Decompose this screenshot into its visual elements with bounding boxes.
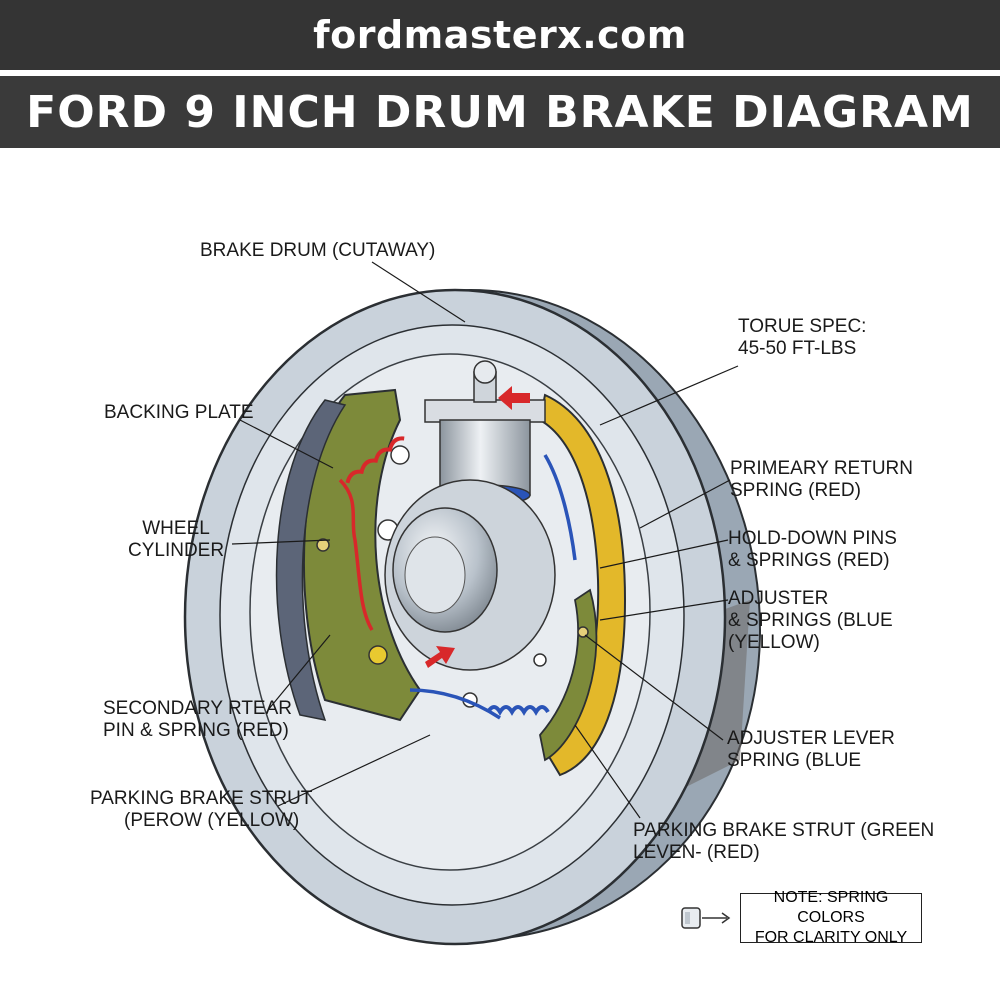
label-secondary-rear-pin: SECONDARY RTEAR PIN & SPRING (RED) — [103, 698, 292, 741]
note-box: NOTE: SPRING COLORS FOR CLARITY ONLY — [740, 889, 922, 946]
arrow-icon — [425, 386, 530, 668]
label-parking-brake-strut-left: PARKING BRAKE STRUT (PEROW (YELLOW) — [90, 788, 313, 831]
label-torque-spec: TORUE SPEC: 45-50 FT-LBS — [738, 316, 867, 359]
primary-return-spring — [338, 436, 405, 631]
note-line-2: FOR CLARITY ONLY — [754, 929, 908, 946]
note-line-1: NOTE: SPRING COLORS — [773, 889, 889, 926]
label-backing-plate: BACKING PLATE — [104, 402, 254, 423]
label-adjuster-springs: ADJUSTER & SPRINGS (BLUE (YELLOW) — [728, 588, 893, 653]
label-hold-down-pins: HOLD-DOWN PINS & SPRINGS (RED) — [728, 528, 897, 571]
right-brake-shoe — [538, 393, 627, 777]
hub-icon — [384, 479, 556, 671]
label-adjuster-lever-spring: ADJUSTER LEVER SPRING (BLUE — [727, 728, 895, 771]
left-brake-shoe — [275, 388, 422, 722]
site-name: fordmasterx.com — [313, 13, 687, 57]
header-divider — [0, 70, 1000, 76]
site-header: fordmasterx.com — [0, 0, 1000, 70]
title-banner: FORD 9 INCH DRUM BRAKE DIAGRAM — [0, 76, 1000, 148]
page-title: FORD 9 INCH DRUM BRAKE DIAGRAM — [26, 86, 974, 138]
label-wheel-cylinder: WHEEL CYLINDER — [128, 518, 225, 561]
label-primary-return-spring: PRIMEARY RETURN SPRING (RED) — [730, 458, 913, 501]
connector-icon — [681, 907, 731, 929]
label-brake-drum: BRAKE DRUM (CUTAWAY) — [200, 240, 436, 261]
label-parking-brake-strut-right: PARKING BRAKE STRUT (GREEN LEVEN- (RED) — [633, 820, 935, 863]
adjuster-spring — [409, 454, 577, 720]
leader-lines — [231, 261, 739, 819]
